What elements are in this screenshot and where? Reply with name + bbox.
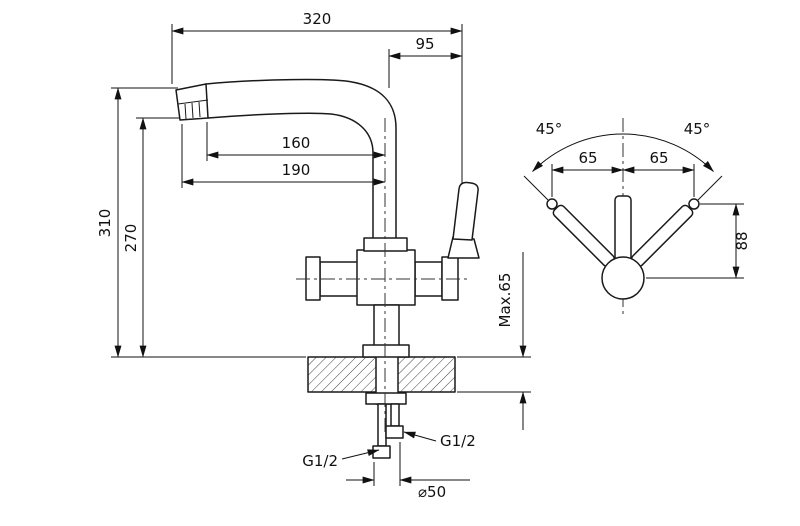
- dim-88-label: 88: [733, 231, 751, 250]
- dim-270-label: 270: [122, 224, 140, 253]
- dim-190-label: 190: [282, 161, 311, 179]
- top-view-dimensions: 45° 45° 65 65 88: [523, 120, 751, 279]
- angle-arc: [532, 133, 714, 172]
- supply-hose-right: [390, 403, 400, 427]
- faucet-side-view: [175, 78, 480, 459]
- dim-65-left-label: 65: [578, 149, 597, 167]
- thread-right-label: G1/2: [440, 432, 476, 450]
- right-handle-tip: [688, 198, 700, 210]
- side-view-dimensions: 320 95 160 190 310 270 Max.65 G1/2: [96, 10, 531, 501]
- hose-fitting-left: [372, 445, 391, 459]
- dim-160-label: 160: [282, 134, 311, 152]
- faucet-top-view: [546, 118, 700, 316]
- dim-65-right-label: 65: [649, 149, 668, 167]
- dim-320-label: 320: [303, 10, 332, 28]
- mixer-body: [356, 249, 416, 306]
- thread-left-label: G1/2: [302, 452, 338, 470]
- lever-base-cone: [447, 236, 480, 259]
- angle-right-label: 45°: [684, 120, 711, 138]
- lever-handle: [452, 181, 479, 241]
- dim-310-label: 310: [96, 209, 114, 238]
- leader-line: [341, 449, 380, 460]
- base-flange: [362, 344, 410, 358]
- hole-diameter-label: ⌀50: [418, 483, 446, 501]
- spout-top-edge: [205, 78, 397, 241]
- body-column: [373, 304, 400, 348]
- left-handle-tip: [546, 198, 558, 210]
- spout-base-circle: [601, 256, 645, 300]
- countertop-hatch-right: [398, 357, 455, 392]
- dim-max65-label: Max.65: [496, 273, 514, 328]
- left-handle-bar: [552, 204, 616, 268]
- spout-bottom-edge: [207, 112, 374, 241]
- hose-fitting-right: [385, 425, 404, 439]
- countertop-hatch-left: [308, 357, 376, 392]
- axis-extension-right: [697, 175, 723, 201]
- left-handle-45: [546, 198, 616, 268]
- center-handle: [614, 195, 632, 263]
- axis-extension-left: [523, 175, 549, 201]
- mounting-nut: [365, 392, 407, 405]
- dim-95-label: 95: [415, 35, 434, 53]
- leader-line: [403, 431, 437, 442]
- aerator-grooves: [177, 99, 209, 120]
- right-handle-45: [630, 198, 700, 268]
- angle-left-label: 45°: [536, 120, 563, 138]
- right-handle-bar: [630, 204, 694, 268]
